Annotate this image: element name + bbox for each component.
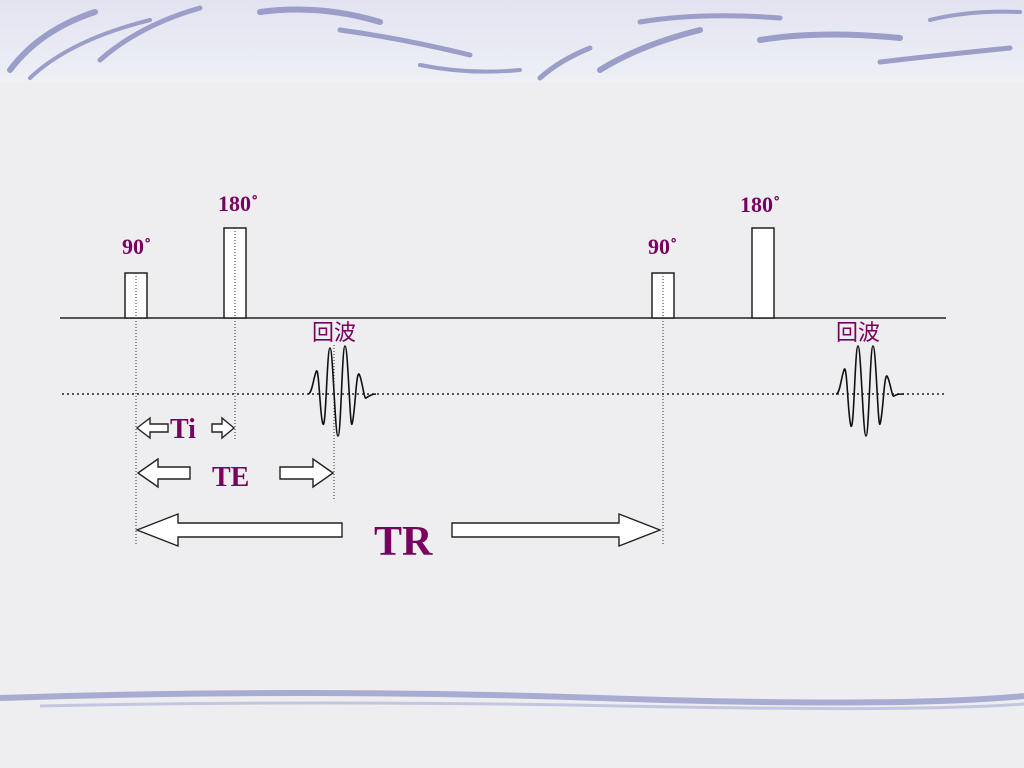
tr-label: TR <box>374 521 432 563</box>
te-label: TE <box>212 464 249 492</box>
ti-arrow-left <box>137 418 168 438</box>
echo-waveform-second <box>836 346 904 436</box>
pulse-180-second-label: 180˚ <box>740 194 780 216</box>
te-arrow-right <box>280 459 333 487</box>
pulse-180-second <box>752 228 774 318</box>
ti-arrow-right <box>212 418 234 438</box>
te-arrow-left <box>138 459 190 487</box>
echo-first-label: 回波 <box>312 323 356 345</box>
bottom-stroke <box>0 693 1024 703</box>
tr-arrow-left <box>137 514 342 546</box>
guide-lines <box>136 228 663 545</box>
ti-label: Ti <box>170 416 196 444</box>
pulse-90-first-label: 90˚ <box>122 236 151 258</box>
pulse-180-first-label: 180˚ <box>218 193 258 215</box>
tr-arrow-right <box>452 514 660 546</box>
echo-waveform-first <box>308 346 376 436</box>
echo-second-label: 回波 <box>836 323 880 345</box>
pulse-90-second-label: 90˚ <box>648 236 677 258</box>
